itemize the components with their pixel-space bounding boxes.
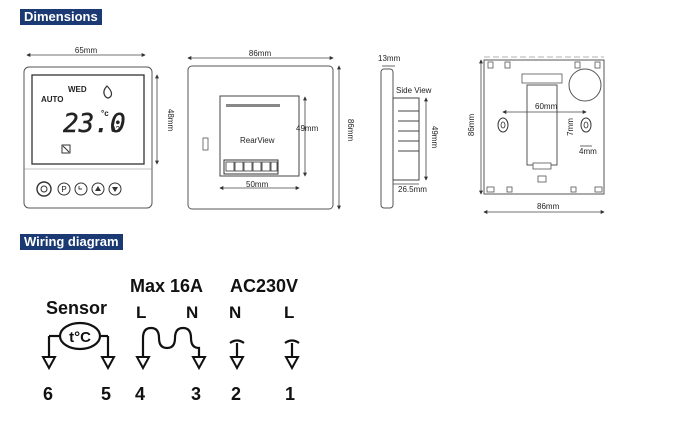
sensor-symbol: [58, 321, 102, 351]
heater-coil-icon: [141, 326, 201, 357]
rear-width-label: 86mm: [249, 49, 272, 58]
lcd-screen: [31, 74, 145, 165]
lcd-day: WED: [68, 85, 87, 94]
hole-label: 4mm: [579, 147, 597, 156]
power-button[interactable]: [36, 181, 52, 197]
side-depth-label: 13mm: [378, 54, 401, 63]
side-bottom-label: 26.5mm: [398, 185, 427, 194]
mount-box: [526, 84, 558, 166]
terminal-2-arrow-icon: [229, 356, 245, 371]
terminal-4-arrow-icon: [135, 356, 151, 371]
power-l-lead-icon: [284, 339, 300, 344]
rear-height-label: 86mm: [346, 119, 355, 142]
dimensions-title: Dimensions: [20, 9, 102, 25]
mount-height-label: 86mm: [467, 114, 476, 137]
front-height-label: 48mm: [166, 109, 175, 132]
power-letter-l: L: [284, 303, 294, 322]
lcd-program: 02: [111, 125, 120, 134]
rear-view: 86mm 86mm RearView 49mm 50mm: [187, 49, 355, 210]
mounting-view: 86mm 60mm 7mm 4mm 86mm: [467, 56, 605, 214]
lcd-temperature: 23.0: [63, 109, 126, 139]
mount-width-label: 86mm: [537, 202, 560, 211]
wiring-diagram: Max 16A AC230V Sensor L N N L t°C 6: [41, 276, 300, 404]
side-module: [392, 97, 420, 181]
slot-label: 7mm: [566, 118, 575, 136]
hole-spacing-label: 60mm: [535, 102, 558, 111]
power-n-lead-icon: [229, 339, 245, 344]
program-button[interactable]: [57, 182, 71, 196]
terminal-6-label: 6: [43, 384, 53, 404]
lcd-mode: AUTO: [41, 95, 64, 104]
rear-caption: RearView: [240, 136, 275, 145]
rear-module-bar: [226, 104, 280, 107]
down-arrow-icon: [112, 187, 118, 192]
terminal-6-arrow-icon: [41, 356, 57, 371]
power-letter-n: N: [229, 303, 241, 322]
load-letter-l: L: [136, 303, 146, 322]
flame-icon: [103, 85, 113, 99]
sensor-symbol-text: t°C: [69, 329, 91, 346]
front-width-label: 65mm: [75, 46, 98, 55]
lcd-unit: °c: [101, 109, 109, 118]
side-view: 13mm Side View 49mm 26.5mm: [378, 54, 439, 209]
program-button-letter: P: [61, 185, 66, 194]
terminal-1-arrow-icon: [284, 356, 300, 371]
ac-voltage-label: AC230V: [230, 276, 298, 296]
mount-bottom-tab: [532, 162, 552, 170]
up-arrow-icon: [95, 186, 101, 191]
max-current-label: Max 16A: [130, 276, 203, 296]
wiring-diagram-title: Wiring diagram: [20, 234, 123, 250]
mount-top-tab: [521, 73, 563, 84]
load-letter-n: N: [186, 303, 198, 322]
mount-bottom-features: [486, 175, 603, 193]
terminal-3-arrow-icon: [191, 356, 207, 371]
schedule-icon: [61, 144, 71, 154]
terminal-arrows: [41, 356, 300, 371]
rear-inner-height-label: 49mm: [296, 124, 319, 133]
terminal-4-label: 4: [135, 384, 145, 404]
mount-hole-right-inner: [583, 121, 589, 129]
power-icon: [40, 185, 48, 193]
terminal-block: [223, 159, 279, 175]
side-plate: [380, 68, 394, 209]
front-buttons: P: [36, 181, 122, 197]
side-fins: [398, 110, 419, 152]
mount-top-features: [487, 61, 601, 69]
terminal-5-label: 5: [101, 384, 111, 404]
terminal-2-label: 2: [231, 384, 241, 404]
sensor-label: Sensor: [46, 298, 107, 318]
mount-hole-left-inner: [500, 121, 506, 129]
terminal-1-label: 1: [285, 384, 295, 404]
front-view: 65mm 48mm WED AUTO 23.0 °c 02 P: [23, 46, 175, 209]
side-height-label: 49mm: [430, 126, 439, 149]
rear-inner-width-label: 50mm: [246, 180, 269, 189]
terminal-3-label: 3: [191, 384, 201, 404]
terminal-5-arrow-icon: [100, 356, 116, 371]
mount-knockout-circle: [568, 68, 602, 102]
clock-icon: [78, 186, 82, 190]
rear-left-slot: [202, 137, 209, 151]
side-caption: Side View: [396, 86, 432, 95]
